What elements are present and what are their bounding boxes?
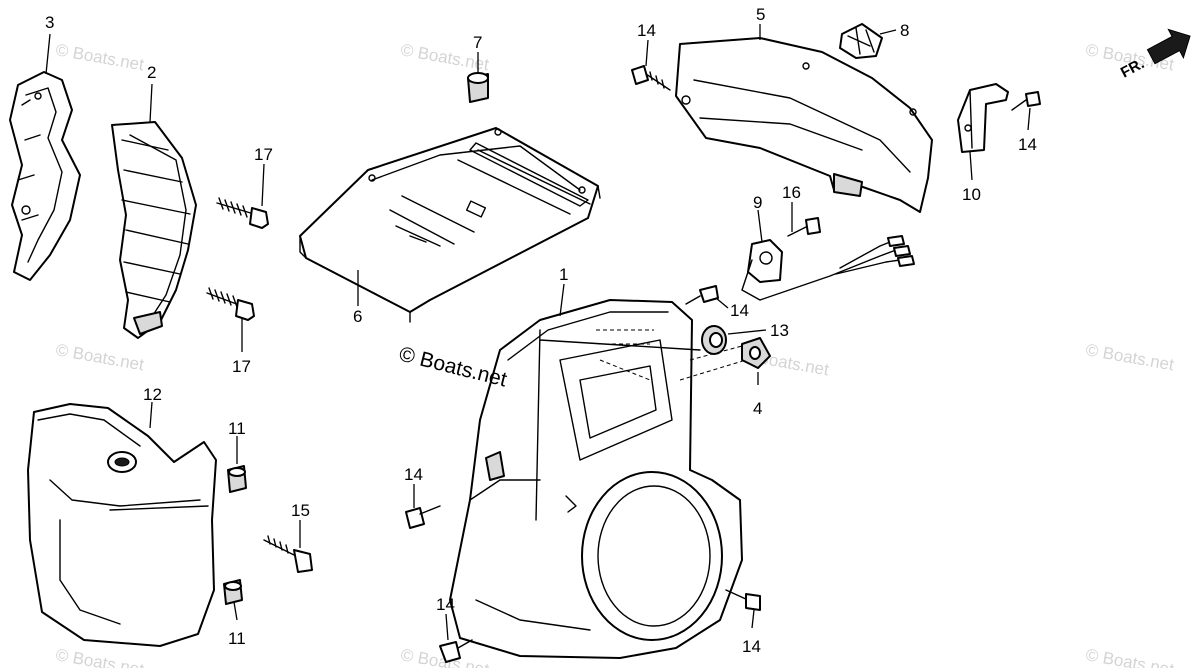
part-11-grommet-lower [223, 579, 243, 605]
front-arrow-icon [1146, 28, 1191, 65]
callout-17-upper: 17 [254, 145, 273, 164]
callout-8: 8 [900, 21, 909, 40]
part-9-coil [741, 235, 915, 301]
watermark-faint: © Boats.net [1084, 340, 1175, 374]
part-14-bolt-top [631, 65, 671, 91]
callout-3: 3 [45, 13, 54, 32]
part-17-bolt-upper [216, 197, 269, 229]
callout-11-lower: 11 [228, 629, 246, 648]
callout-7: 7 [473, 33, 482, 52]
callout-14-top: 14 [637, 21, 656, 40]
watermark-faint: © Boats.net [54, 40, 145, 74]
part-12-cover [27, 403, 217, 647]
callout-11-upper: 11 [228, 419, 246, 438]
callout-15: 15 [291, 501, 310, 520]
watermark-faint: © Boats.net [1084, 645, 1175, 668]
leader-lines [45, 24, 1031, 641]
part-10-bracket [957, 83, 1009, 153]
part-14-bolt-mid [685, 285, 719, 305]
part-8-clip [839, 23, 883, 59]
callout-10: 10 [962, 185, 981, 204]
part-14-bolt-right [1011, 91, 1041, 111]
callout-13: 13 [770, 321, 789, 340]
part-15-bolt [263, 535, 313, 573]
part-6-base-plate [299, 127, 601, 323]
part-16-bolt [787, 217, 821, 237]
callout-12: 12 [143, 385, 162, 404]
watermark-main: © Boats.net [397, 343, 509, 392]
part-7-grommet [467, 72, 489, 103]
part-14-bolt-bottom [439, 639, 473, 663]
callout-17-lower: 17 [232, 357, 251, 376]
part-17-bolt-lower [206, 287, 255, 321]
callout-14-bottom: 14 [436, 595, 455, 614]
part-2-ribbed-shroud [111, 121, 197, 339]
callout-14-right: 14 [1018, 135, 1037, 154]
callout-4: 4 [753, 399, 762, 418]
part-1-fan-housing [449, 299, 743, 659]
part-5-cover-plate [675, 37, 933, 213]
callout-2: 2 [147, 63, 156, 82]
callout-14-bottom-right: 14 [742, 637, 761, 656]
watermark-faint: © Boats.net [54, 340, 145, 374]
callout-14-lower-left: 14 [404, 465, 423, 484]
part-14-bolt-bottom-right [725, 589, 761, 611]
callout-14-mid: 14 [730, 301, 749, 320]
callout-16: 16 [782, 183, 801, 202]
watermark-faint: © Boats.net [54, 645, 145, 668]
part-11-grommet-upper [227, 465, 247, 493]
callout-6: 6 [353, 307, 362, 326]
callout-1: 1 [559, 265, 568, 284]
part-14-bolt-lower-left [405, 505, 441, 529]
part-4-seal [741, 337, 771, 369]
callout-5: 5 [756, 5, 765, 24]
part-3-side-plate [9, 71, 81, 281]
callout-9: 9 [753, 193, 762, 212]
callout-labels: 1 2 3 4 5 6 7 8 9 10 11 11 12 13 14 14 1… [45, 5, 1037, 656]
part-13-grommet [701, 325, 727, 355]
